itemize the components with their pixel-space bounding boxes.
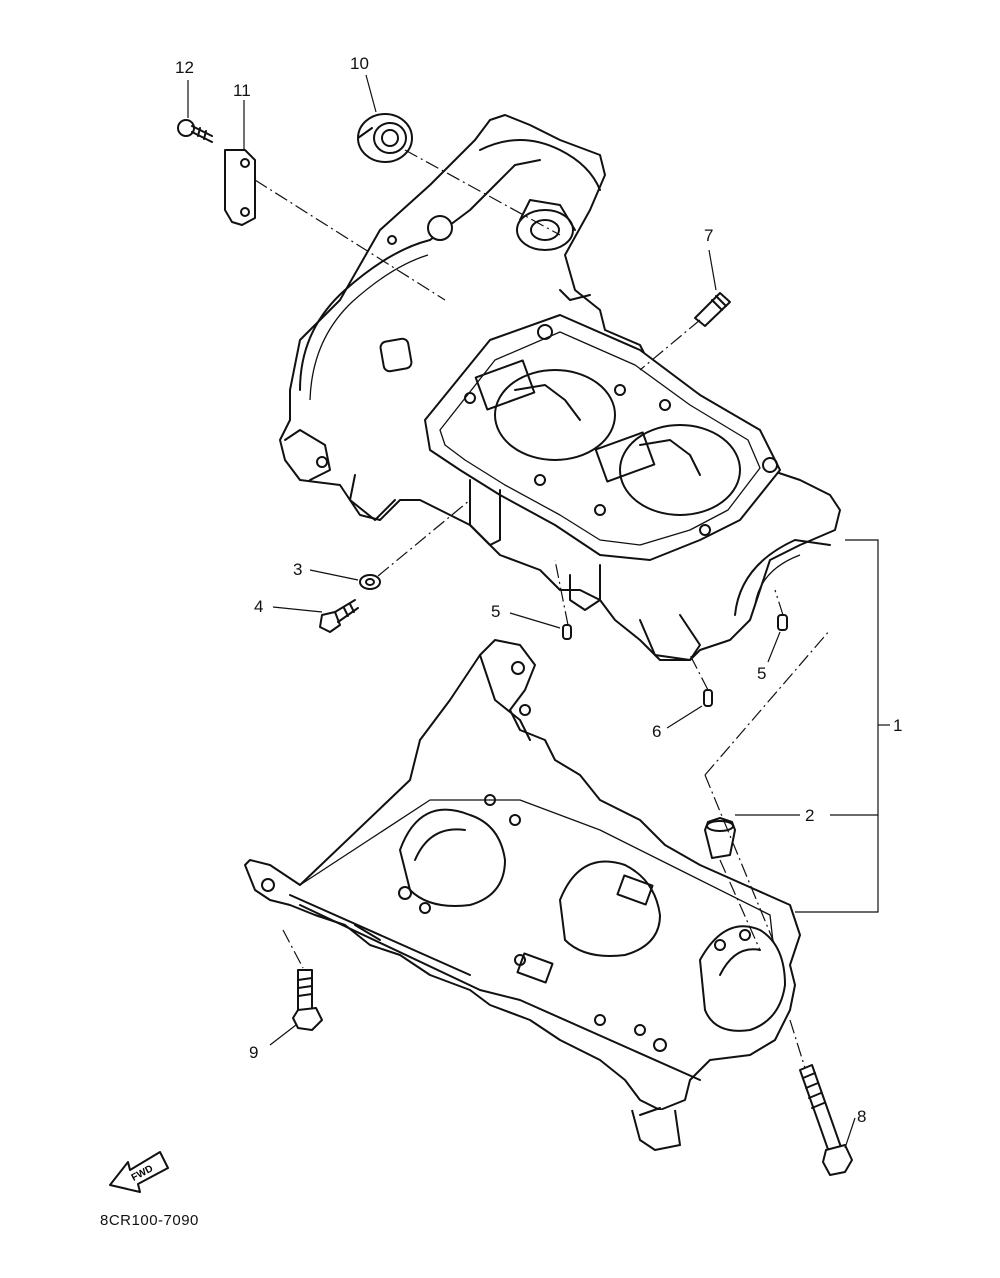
lower-crankcase xyxy=(244,639,801,1151)
leader-lines xyxy=(187,74,890,1149)
callout-9: 9 xyxy=(249,1043,259,1062)
drawing-code: 8CR100-7090 xyxy=(100,1212,199,1229)
bolt-part-8 xyxy=(799,1064,853,1176)
callout-10: 10 xyxy=(350,54,369,73)
washer-part-3 xyxy=(359,574,381,590)
plate-part-11 xyxy=(224,149,256,226)
callout-5-right: 5 xyxy=(757,664,767,683)
callout-5-left: 5 xyxy=(491,602,501,621)
callout-3: 3 xyxy=(293,560,303,579)
upper-crankcase xyxy=(279,114,841,661)
callout-11: 11 xyxy=(233,81,251,100)
dowel-part-5-right xyxy=(777,614,788,631)
screw-part-12 xyxy=(177,119,213,143)
callout-2: 2 xyxy=(805,806,815,825)
callout-12: 12 xyxy=(175,58,194,77)
plug-part-2 xyxy=(704,817,736,859)
dowel-part-5-left xyxy=(562,624,572,640)
fwd-arrow-icon: FWD xyxy=(109,1151,169,1193)
callout-1: 1 xyxy=(893,716,903,735)
dowel-part-6 xyxy=(703,689,713,707)
callout-6: 6 xyxy=(652,722,662,741)
bolt-part-4 xyxy=(319,599,359,633)
callout-7: 7 xyxy=(704,226,714,245)
bearing-part-10 xyxy=(357,113,413,163)
assembly-lines xyxy=(254,149,831,1069)
callout-4: 4 xyxy=(254,597,264,616)
stud-part-7 xyxy=(694,292,731,327)
callout-8: 8 xyxy=(857,1107,867,1126)
bolt-part-9 xyxy=(292,969,323,1031)
